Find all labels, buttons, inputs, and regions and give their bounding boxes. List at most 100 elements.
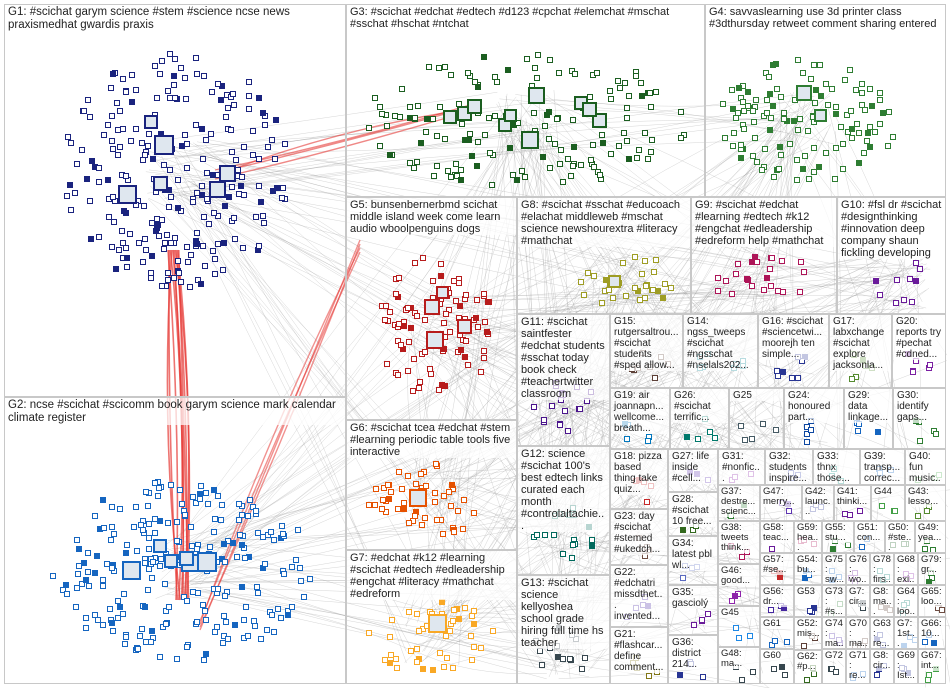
graph-node [456,616,462,622]
graph-node [535,52,541,58]
graph-node [423,129,429,135]
graph-node [172,95,178,101]
graph-node [301,594,307,600]
graph-node [750,108,756,114]
graph-node [434,517,440,523]
graph-node [750,669,756,675]
graph-node [366,502,372,508]
graph-node [539,662,545,668]
group-box-g40: G40: fun music... [905,449,946,485]
group-box-g31: G31: #nonfic... ambas... [718,449,765,485]
graph-node [772,638,778,644]
graph-node [420,255,426,261]
group-box-g45: G45 [718,606,760,647]
graph-node [861,150,867,156]
graph-node [736,635,742,641]
graph-node [157,563,163,569]
group-label-g65: G65: loo... [919,586,945,607]
graph-node [174,656,180,662]
graph-node [808,427,814,433]
group-box-g29: G29: data linkage... [844,388,893,449]
graph-node [804,439,810,445]
graph-node [652,375,658,381]
graph-node [867,86,873,92]
graph-node [411,165,417,171]
graph-node [179,143,185,149]
graph-node [789,375,795,381]
graph-node [164,232,170,238]
graph-node [137,633,143,639]
graph-node [412,513,418,519]
graph-node [135,646,141,652]
group-box-g12: G12: science #scichat 100's best edtech … [517,446,610,575]
graph-node [922,639,928,645]
graph-node [427,366,433,372]
graph-node [232,622,238,628]
graph-node [642,295,648,301]
group-label-g8: G8: #scichat #sschat #educoach #elachat … [518,198,690,247]
graph-node [212,271,218,277]
graph-node [842,511,848,517]
graph-node [779,258,785,264]
graph-node [626,156,632,162]
group-box-g64: G64: loo... [894,585,918,617]
group-label-g28: G28: #scichat 10 free... [669,493,717,527]
graph-node [239,174,245,180]
hub-avatar-icon [428,614,447,633]
graph-node [468,633,474,639]
graph-node [432,499,438,505]
graph-node [211,487,217,493]
graph-node [285,612,291,618]
graph-node [471,510,477,516]
graph-node [817,62,823,68]
graph-node [100,583,106,589]
graph-node [176,270,182,276]
graph-node [194,71,200,77]
graph-node [175,258,181,264]
graph-node [469,613,475,619]
graph-node [443,311,449,317]
graph-node [411,356,417,362]
graph-node [174,519,180,525]
graph-node [201,657,207,663]
graph-node [774,86,780,92]
group-label-g39: G39: transp... correc... [861,450,904,484]
graph-node [182,512,188,518]
group-label-g51: G51: con... [855,522,884,543]
graph-node [307,576,313,582]
group-box-g11: G11: #scichat saintfester #edchat studen… [517,314,610,446]
group-label-g32: G32: students inspire... [766,450,812,484]
graph-node [767,91,773,97]
graph-node [460,526,466,532]
group-label-g20: G20: reports try #pechat #cdned... [893,315,945,360]
graph-node [389,617,395,623]
graph-node [915,513,921,519]
graph-node [879,503,885,509]
group-label-g10: G10: #fsl dr #scichat #designthinking #i… [838,198,945,259]
graph-node [101,525,107,531]
group-label-g74: G74: ma... [823,618,845,649]
graph-node [557,422,563,428]
graph-node [109,524,115,530]
graph-node [185,259,191,265]
graph-node [215,493,221,499]
graph-node [591,273,597,279]
graph-node [398,342,404,348]
graph-node [632,254,638,260]
graph-node [624,436,630,442]
graph-node [859,90,865,96]
group-box-g56: G56: dr... [760,585,794,617]
graph-node [234,554,240,560]
graph-node [387,634,393,640]
graph-node [79,147,85,153]
graph-node [720,101,726,107]
graph-node [194,190,200,196]
graph-node [76,546,82,552]
graph-node [222,559,228,565]
graph-node [653,89,659,95]
graph-node [668,285,674,291]
graph-node [462,354,468,360]
graph-node [795,127,801,133]
graph-node [812,100,818,106]
graph-node [741,126,747,132]
